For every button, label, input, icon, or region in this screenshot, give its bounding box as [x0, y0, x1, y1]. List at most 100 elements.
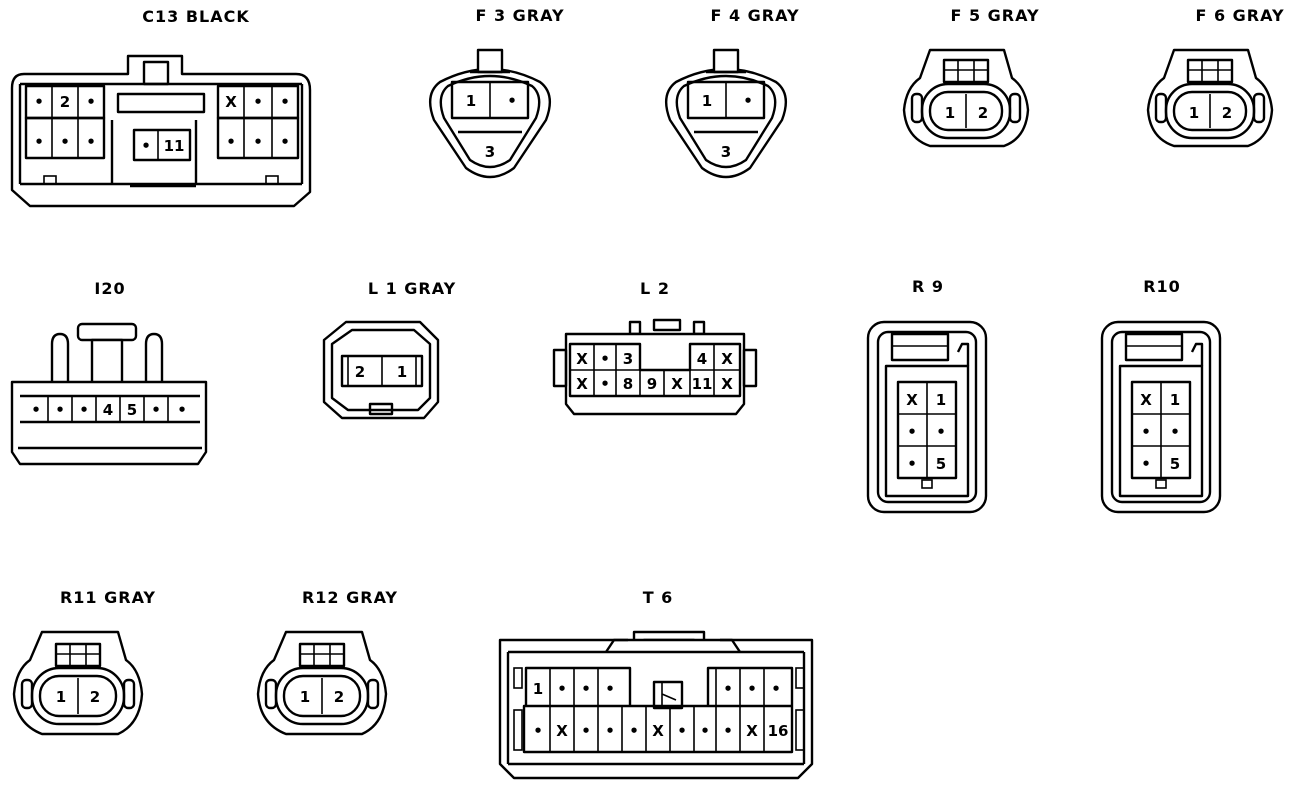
pin-label: X [746, 722, 758, 740]
pin-label: 8 [623, 375, 633, 393]
connector-body [322, 320, 440, 420]
pin-label: 3 [721, 143, 731, 161]
connector-title: C13 BLACK [142, 7, 250, 26]
connector-r12: R12 GRAY 1 2 [256, 588, 397, 736]
connector-r9: R 9 X 1 • • • 5 [866, 277, 988, 514]
pin-label: 1 [397, 363, 407, 381]
pin-label: • [743, 92, 753, 110]
pin-label: 3 [485, 143, 495, 161]
pin-label: 4 [103, 401, 113, 419]
pin-label: 2 [60, 93, 70, 111]
pin-label: • [141, 137, 151, 155]
pin-label: 1 [945, 104, 955, 122]
pin-label: • [771, 680, 781, 698]
pin-label: 2 [978, 104, 988, 122]
connector-title: R11 GRAY [60, 588, 156, 607]
pin-label: • [1170, 423, 1180, 441]
pin-label: • [600, 375, 610, 393]
pin-label: 9 [647, 375, 657, 393]
pin-label: 11 [164, 137, 185, 155]
pin-label: • [253, 93, 263, 111]
pin-label: X [652, 722, 664, 740]
pin-label: • [280, 93, 290, 111]
connector-r10: R10 X 1 • • • 5 [1100, 277, 1222, 514]
connector-title: L 2 [640, 279, 670, 298]
connector-title: F 6 GRAY [1195, 6, 1284, 25]
pin-label: • [79, 401, 89, 419]
connector-f6: F 6 GRAY 1 2 [1146, 6, 1284, 148]
pin-label: • [151, 401, 161, 419]
pin-label: • [55, 401, 65, 419]
pin-label: • [557, 680, 567, 698]
pin-label: X [671, 375, 683, 393]
connector-title: F 5 GRAY [950, 6, 1039, 25]
pin-label: 1 [702, 92, 712, 110]
connector-title: I20 [94, 279, 125, 298]
connector-title: F 4 GRAY [710, 6, 799, 25]
pin-label: 1 [533, 680, 543, 698]
pin-label: X [576, 350, 588, 368]
connector-t6: T 6 1 • • • • • • • X • • • X • • • X 16 [498, 588, 814, 780]
pin-label: • [253, 133, 263, 151]
pin-label: 16 [768, 722, 789, 740]
connector-title: T 6 [643, 588, 674, 607]
connector-f5: F 5 GRAY 1 2 [902, 6, 1039, 148]
connector-body [564, 332, 746, 416]
pin-label: X [906, 391, 918, 409]
connector-title: F 3 GRAY [475, 6, 564, 25]
pin-label: 5 [127, 401, 137, 419]
pin-label: • [723, 680, 733, 698]
pin-label: • [747, 680, 757, 698]
pin-label: • [34, 93, 44, 111]
pin-label: • [1141, 423, 1151, 441]
pin-label: X [576, 375, 588, 393]
pin-label: X [225, 93, 237, 111]
pin-label: • [600, 350, 610, 368]
pin-label: • [177, 401, 187, 419]
pin-label: • [280, 133, 290, 151]
pin-label: X [721, 350, 733, 368]
connector-f4: F 4 GRAY 1 • 3 [664, 6, 799, 179]
pin-label: • [533, 722, 543, 740]
pin-label: • [677, 722, 687, 740]
pin-label: • [605, 680, 615, 698]
pin-label: 1 [300, 688, 310, 706]
latch [712, 48, 740, 74]
connector-title: R10 [1143, 277, 1181, 296]
pin-label: 11 [692, 375, 713, 393]
pin-label: 1 [1170, 391, 1180, 409]
pin-label: 1 [1189, 104, 1199, 122]
pin-label: 2 [90, 688, 100, 706]
connector-l1: L 1 GRAY 2 1 [322, 279, 456, 420]
connector-title: R 9 [912, 277, 944, 296]
pin-label: X [721, 375, 733, 393]
pin-label: • [723, 722, 733, 740]
pin-label: 1 [936, 391, 946, 409]
pin-label: • [60, 133, 70, 151]
latch [142, 60, 170, 86]
pin-label: • [507, 92, 517, 110]
connector-c13: C13 BLACK • 2 • X • • • • • • 11 • • • [10, 7, 312, 208]
pin-label: 3 [623, 350, 633, 368]
pin-label: • [907, 455, 917, 473]
pin-label: 5 [936, 455, 946, 473]
pin-label: • [34, 133, 44, 151]
pin-label: • [31, 401, 41, 419]
pin-label: • [86, 93, 96, 111]
pin-label: 2 [334, 688, 344, 706]
pin-label: 1 [466, 92, 476, 110]
latch [76, 322, 138, 342]
connector-title: L 1 GRAY [368, 279, 456, 298]
pin-label: 2 [1222, 104, 1232, 122]
pin-label: • [936, 423, 946, 441]
pin-label: 5 [1170, 455, 1180, 473]
connector-i20: I20 • • • 4 5 • • [10, 279, 208, 466]
connector-f3: F 3 GRAY 1 • 3 [428, 6, 564, 179]
pin-label: X [556, 722, 568, 740]
pin-label: • [605, 722, 615, 740]
pin-label: 1 [56, 688, 66, 706]
pin-label: • [629, 722, 639, 740]
pin-label: • [226, 133, 236, 151]
pin-label: X [1140, 391, 1152, 409]
